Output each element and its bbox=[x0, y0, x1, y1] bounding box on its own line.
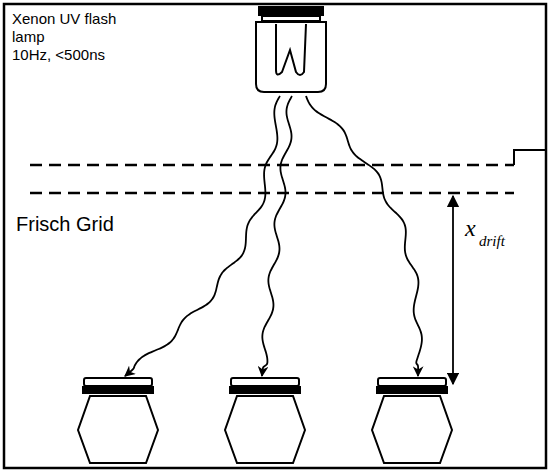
lamp-label: Xenon UV flash lamp bbox=[12, 10, 152, 46]
pmt bbox=[372, 378, 452, 463]
light-ray bbox=[306, 96, 422, 376]
chamber-outline bbox=[4, 4, 546, 468]
light-ray bbox=[262, 96, 292, 376]
drift-dimension bbox=[452, 196, 454, 384]
pmt bbox=[225, 378, 305, 463]
lamp-spec: 10Hz, <500ns bbox=[12, 46, 162, 64]
dimension-subscript: drift bbox=[479, 232, 539, 250]
photomultiplier-tubes bbox=[78, 378, 452, 463]
uv-light-rays bbox=[125, 96, 422, 376]
flash-lamp bbox=[256, 6, 326, 92]
light-ray bbox=[125, 96, 280, 376]
pmt bbox=[78, 378, 158, 463]
frisch-grid bbox=[30, 150, 546, 193]
grid-label: Frisch Grid bbox=[16, 212, 156, 236]
